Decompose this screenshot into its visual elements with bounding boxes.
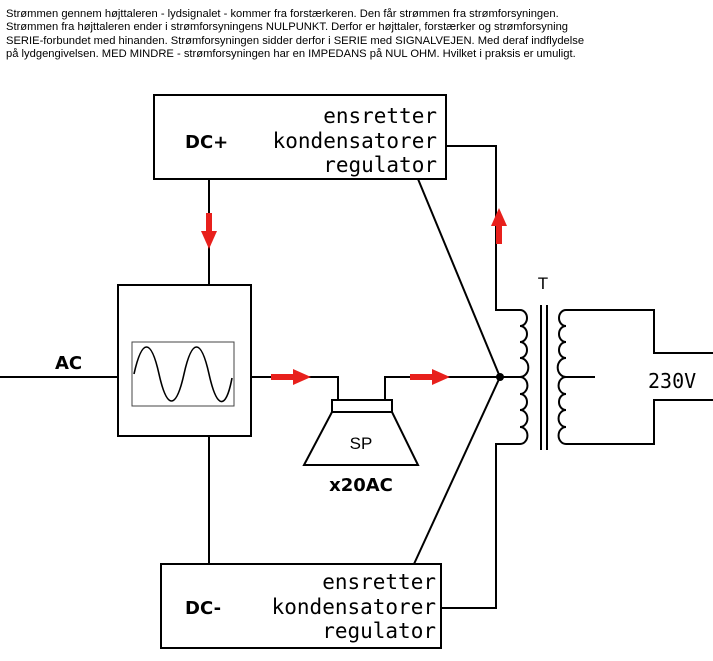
top-supply-box [153,94,447,180]
description-text: Strømmen gennem højttaleren - lydsignale… [6,8,706,62]
description-line: Strømmen gennem højttaleren - lydsignale… [6,8,559,20]
mains-voltage-label: 230V [648,369,696,393]
bottom-supply-line: regulator [322,619,436,643]
scope-display [131,341,235,407]
current-flow-arrows [201,208,507,385]
transformer-secondary-coil [556,309,567,445]
top-supply-polarity: DC+ [185,132,228,153]
description-line: SERIE-forbundet med hinanden. Strømforsy… [6,34,585,47]
transformer-primary-coil [519,309,530,445]
arrow-down-icon [201,213,217,249]
bottom-supply-polarity: DC- [185,598,221,619]
speaker-icon [302,399,420,466]
bottom-supply-line: kondensatorer [272,595,436,619]
ac-input-label: AC [55,353,82,374]
bottom-supply-box [160,563,442,649]
top-supply-line: ensretter [323,104,437,128]
bottom-supply-line: ensretter [322,570,436,594]
arrow-right-icon [271,369,311,385]
junction-node [496,373,504,381]
speaker-caption: x20AC [329,475,393,496]
description-line: Strømmen fra højttaleren ender i strømfo… [6,21,569,34]
arrow-right-icon [410,369,450,385]
transformer-label: T [538,274,548,293]
top-supply-line: kondensatorer [273,129,437,153]
sine-wave-icon [133,346,233,403]
top-supply-line: regulator [323,153,437,177]
speaker-label: SP [350,434,373,453]
arrow-up-icon [491,208,507,244]
description-line: på lydgengivelsen. MED MINDRE - strømfor… [6,48,576,61]
amplifier-box [117,284,252,437]
